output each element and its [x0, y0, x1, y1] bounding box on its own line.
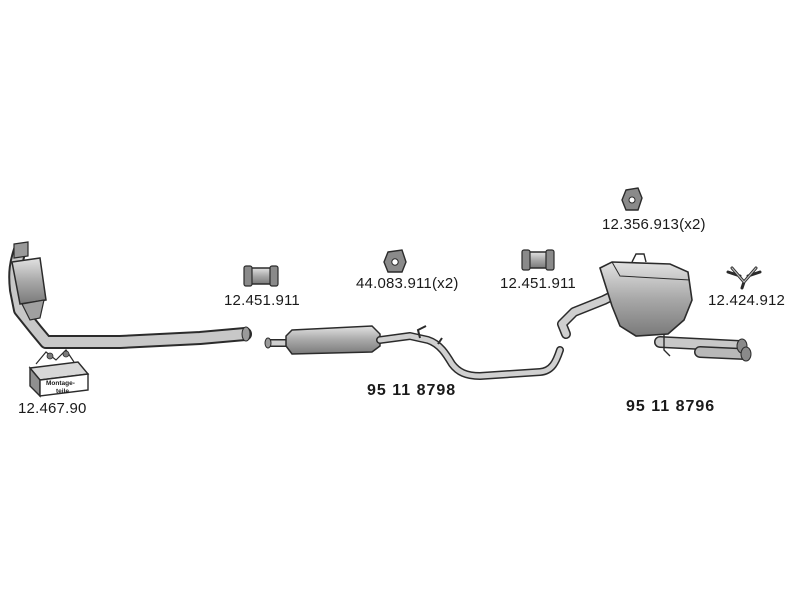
middle-rubber-mount-part-number: 44.083.911(x2): [356, 275, 459, 292]
rear-clamp-part-number: 12.451.911: [500, 275, 576, 292]
hanger-part-number: 12.424.912: [708, 292, 786, 309]
front-clamp-part-number: 12.451.911: [224, 292, 300, 309]
mounting-kit-box-text-line1: Montage-: [46, 380, 75, 387]
middle-silencer-part-number: 95 11 8798: [367, 382, 457, 399]
mounting-kit-box[interactable]: Montage- teile: [28, 349, 90, 398]
mounting-kit-part-number: 12.467.90: [18, 400, 87, 417]
front-pipe-catalytic-converter[interactable]: [8, 241, 252, 349]
rear-rubber-mount-part-number: 12.356.913(x2): [602, 216, 706, 233]
rear-rubber-mount[interactable]: [621, 187, 643, 211]
middle-rubber-mount[interactable]: [383, 249, 407, 273]
mounting-kit-box-text-line2: teile: [56, 388, 69, 395]
rear-silencer-part-number: 95 11 8796: [626, 398, 716, 415]
rear-silencer[interactable]: [557, 253, 752, 362]
exhaust-hanger[interactable]: [726, 266, 762, 290]
front-pipe-clamp[interactable]: [243, 265, 279, 287]
middle-silencer-pipe[interactable]: [264, 325, 564, 380]
rear-pipe-clamp[interactable]: [521, 249, 555, 271]
